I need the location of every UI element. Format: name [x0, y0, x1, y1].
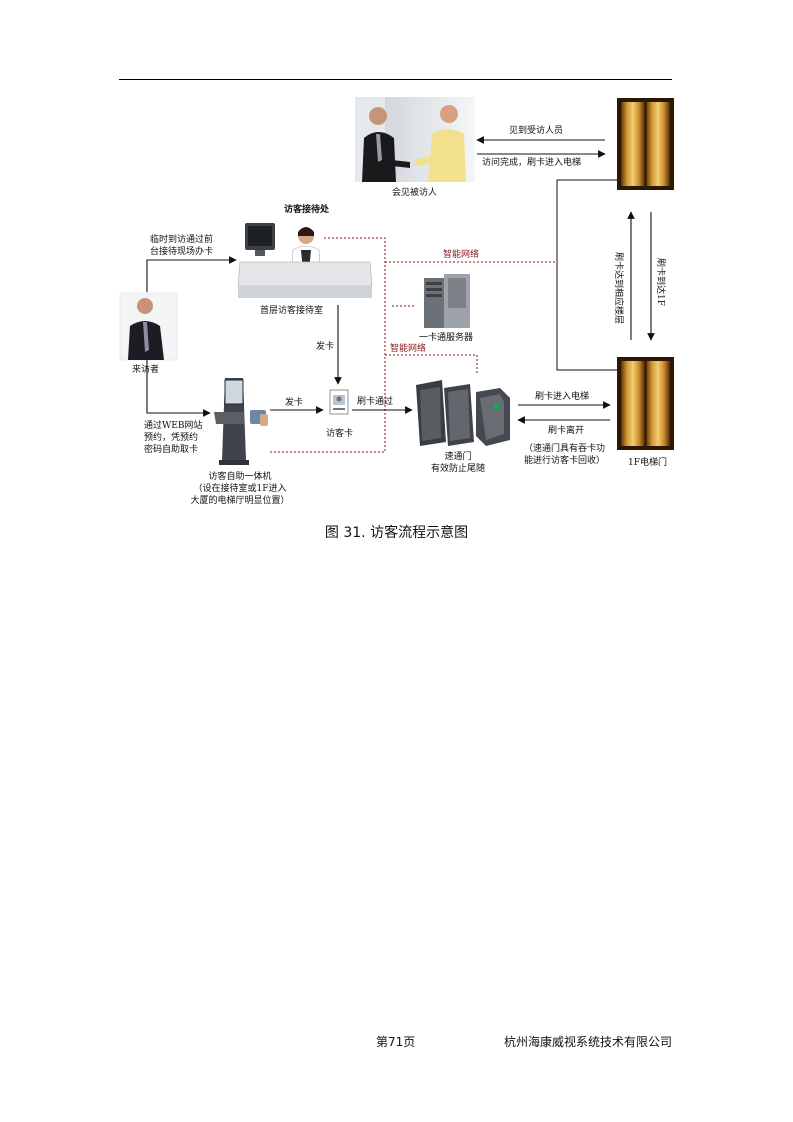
header-rule: [119, 79, 672, 80]
figure-caption: 图 31. 访客流程示意图: [324, 525, 469, 541]
label-web-3: 密码自助取卡: [144, 445, 199, 455]
label-gate-2: 有效防止尾随: [430, 464, 485, 474]
label-swipe-elevator: 刷卡进入电梯: [535, 392, 590, 402]
label-reception-walk-2: 台接待现场办卡: [150, 247, 214, 257]
reception-title: 访客接待处: [284, 205, 330, 215]
label-meet: 会见被访人: [392, 188, 438, 198]
label-server: 一卡通服务器: [419, 333, 474, 343]
label-see-person: 见到受访人员: [509, 126, 564, 136]
label-elevator-door: 1F电梯门: [628, 458, 667, 468]
label-kiosk-1: 访客自助一体机: [208, 472, 272, 482]
label-swipe-pass: 刷卡通过: [357, 397, 394, 407]
label-issue-card-1: 发卡: [316, 342, 335, 352]
label-visit-done: 访问完成，刷卡进入电梯: [482, 158, 582, 168]
visitor-card-image: [329, 389, 349, 415]
label-visitor-card: 访客卡: [326, 429, 354, 439]
label-issue-card-2: 发卡: [285, 398, 304, 408]
label-network-1: 智能网络: [443, 250, 480, 260]
label-network-2: 智能网络: [390, 344, 427, 354]
network-lines: [270, 237, 557, 453]
label-gate-note-1: （速通门具有吞卡功: [524, 444, 606, 454]
elevator-top-photo: [617, 98, 674, 190]
meeting-photo: [355, 97, 475, 182]
label-web-2: 预约，凭预约: [144, 433, 199, 443]
server-image: [424, 274, 470, 328]
label-kiosk-2: （设在接待室或1F进入: [193, 484, 287, 494]
label-to-floor: 刷卡达到相应楼层: [613, 252, 623, 325]
label-to-1f: 刷卡到达1F: [655, 258, 665, 306]
label-reception-walk-1: 临时到访通过前: [150, 235, 214, 245]
page-number: 第71页: [376, 1035, 416, 1049]
label-swipe-leave: 刷卡离开: [548, 426, 585, 436]
reception-desk-image: [237, 223, 373, 298]
elevator-link-line: [556, 179, 617, 371]
kiosk-image: [214, 378, 268, 465]
label-kiosk-3: 大厦的电梯厅明显位置）: [190, 496, 290, 506]
label-web-1: 通过WEB网站: [144, 421, 203, 431]
visitor-photo: [119, 292, 178, 361]
elevator-bottom-photo: [617, 357, 674, 450]
label-lobby-room: 首层访客接待室: [260, 306, 324, 316]
visitor-flow-diagram: [119, 97, 674, 465]
company-name: 杭州海康威视系统技术有限公司: [503, 1035, 672, 1049]
label-visitor: 来访者: [132, 365, 160, 375]
flow-arrows: [146, 136, 655, 424]
label-gate-note-2: 能进行访客卡回收）: [524, 456, 606, 466]
label-gate-1: 速通门: [444, 452, 472, 462]
speed-gate-image: [416, 380, 510, 446]
